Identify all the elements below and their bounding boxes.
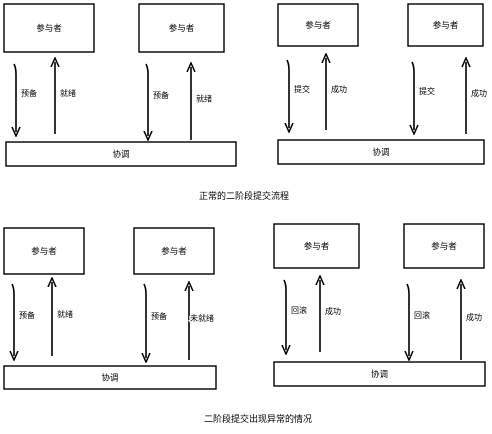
caption-abnormal: 二阶段提交出现异常的情况	[204, 413, 312, 425]
participant-label: 参与者	[431, 241, 457, 252]
participant-box	[407, 3, 484, 47]
arrow-down	[412, 61, 414, 130]
panel-abnormal-rollback: 参与者参与者协调回滚成功回滚成功	[273, 223, 486, 387]
coordinator-box	[277, 139, 485, 165]
participant-box	[273, 223, 360, 269]
participant-label: 参与者	[305, 20, 331, 31]
participant-box	[3, 3, 95, 53]
participant-box	[133, 227, 215, 275]
arrow-label: 成功	[466, 312, 482, 322]
arrow-label: 就绪	[57, 309, 73, 319]
participant-label: 参与者	[169, 23, 195, 34]
participant-label: 参与者	[161, 246, 187, 257]
caption-normal: 正常的二阶段提交流程	[199, 190, 289, 202]
arrow-label: 就绪	[60, 88, 76, 98]
arrow-label: 成功	[471, 88, 487, 98]
arrow-label: 就绪	[196, 94, 212, 104]
participant-label: 参与者	[36, 23, 62, 34]
arrow-label: 预备	[21, 88, 37, 98]
arrow-label: 提交	[294, 84, 310, 94]
participant-box	[138, 3, 225, 53]
arrow-down	[407, 283, 409, 356]
participant-box	[403, 223, 485, 269]
coordinator-label: 协调	[372, 147, 389, 158]
arrow-down	[12, 283, 14, 356]
coordinator-box	[5, 141, 237, 167]
arrow-down	[144, 283, 146, 358]
arrow-label: 回滚	[291, 305, 307, 315]
coordinator-box	[3, 365, 217, 390]
coordinator-label: 协调	[371, 369, 388, 380]
participant-box	[3, 227, 85, 275]
arrow-label: 提交	[419, 86, 435, 96]
arrow-down	[287, 59, 289, 128]
coordinator-label: 协调	[101, 373, 118, 384]
arrow-label: 预备	[19, 310, 35, 320]
participant-label: 参与者	[31, 246, 57, 257]
diagram-panels: 参与者参与者协调预备就绪预备就绪参与者参与者协调提交成功提交成功参与者参与者协调…	[3, 3, 488, 390]
arrow-label: 回滚	[414, 310, 430, 320]
arrow-down	[146, 63, 148, 136]
arrow-down	[284, 279, 286, 350]
arrow-down	[14, 63, 16, 132]
panel-normal-prepare: 参与者参与者协调预备就绪预备就绪	[3, 3, 237, 167]
coordinator-label: 协调	[112, 149, 129, 160]
arrow-label: 预备	[153, 90, 169, 100]
coordinator-box	[273, 361, 486, 387]
participant-label: 参与者	[304, 241, 330, 252]
arrow-label: 预备	[151, 311, 167, 321]
arrow-label: 成功	[331, 84, 347, 94]
arrow-label: 未就绪	[190, 313, 214, 323]
participant-label: 参与者	[433, 20, 459, 31]
participant-box	[277, 3, 359, 47]
arrow-label: 成功	[325, 306, 341, 316]
